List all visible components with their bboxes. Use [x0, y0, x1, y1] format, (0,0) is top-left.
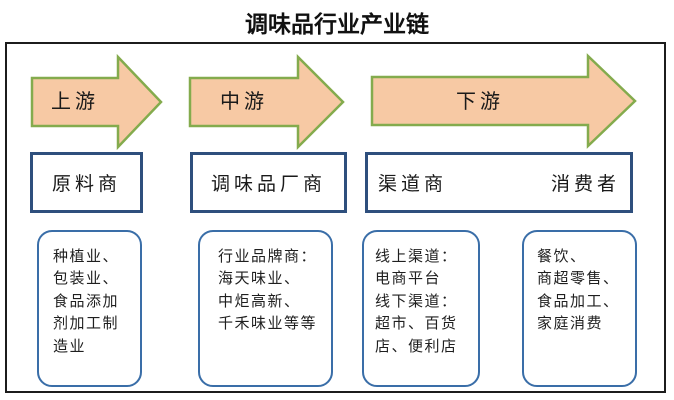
- channel-label: 渠道商: [378, 174, 448, 195]
- midstream-detail-box: 行业品牌商： 海天味业、 中炬高新、 千禾味业等等: [198, 230, 333, 387]
- seasoning-manufacturer-box: 调味品厂商: [190, 152, 347, 213]
- upstream-detail-box: 种植业、 包装业、 食品添加 剂加工制 造业: [37, 230, 142, 387]
- raw-material-supplier-box: 原料商: [30, 152, 143, 213]
- raw-material-supplier-label: 原料商: [51, 174, 121, 195]
- upstream-arrow-icon: [30, 53, 163, 151]
- upstream-arrow-label: 上游: [51, 91, 99, 113]
- page-title: 调味品行业产业链: [245, 11, 429, 37]
- consumer-detail-box: 餐饮、 商超零售、 食品加工、 家庭消费: [522, 230, 637, 387]
- downstream-arrow-icon: [370, 53, 637, 149]
- consumer-label: 消费者: [550, 174, 620, 195]
- seasoning-manufacturer-label: 调味品厂商: [210, 174, 326, 195]
- downstream-arrow-label: 下游: [456, 91, 504, 113]
- midstream-arrow-icon: [188, 53, 345, 151]
- channel-consumer-box: 渠道商 消费者: [365, 152, 633, 213]
- midstream-arrow-label: 中游: [220, 91, 268, 113]
- channel-detail-box: 线上渠道： 电商平台 线下渠道： 超市、百货 店、便利店: [362, 230, 480, 387]
